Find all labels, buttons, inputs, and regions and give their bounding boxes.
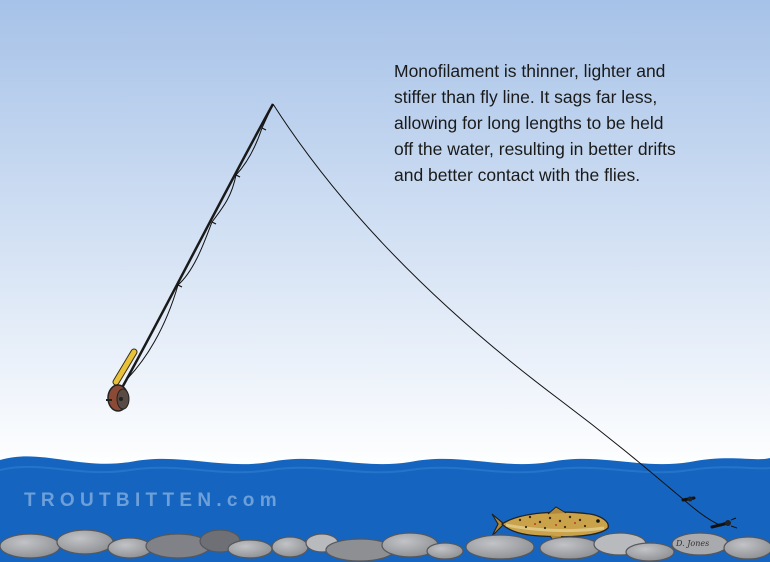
rock-icon xyxy=(107,537,153,559)
rock-icon xyxy=(539,536,601,560)
rock-icon xyxy=(0,533,61,559)
rock-icon xyxy=(625,542,675,562)
fly-rod-icon xyxy=(112,103,275,396)
trout-icon xyxy=(491,506,609,545)
sky xyxy=(0,0,770,470)
water-highlight xyxy=(0,465,770,474)
rock-icon xyxy=(271,536,309,558)
rock-icon xyxy=(227,539,273,559)
monofilament-line xyxy=(272,103,723,527)
rock-icon xyxy=(426,542,464,560)
rock-icon xyxy=(723,536,770,560)
caption-text: Monofilament is thinner, lighter and sti… xyxy=(394,61,676,185)
reel-icon xyxy=(106,384,130,412)
fly-icon xyxy=(681,496,696,502)
riverbed-rocks xyxy=(0,529,770,562)
artist-signature: D. Jones xyxy=(676,539,710,548)
watermark-text: TROUTBITTEN.com xyxy=(24,490,282,511)
rock-icon xyxy=(56,529,114,555)
rock-icon xyxy=(465,534,535,560)
fly-icon xyxy=(710,517,738,529)
